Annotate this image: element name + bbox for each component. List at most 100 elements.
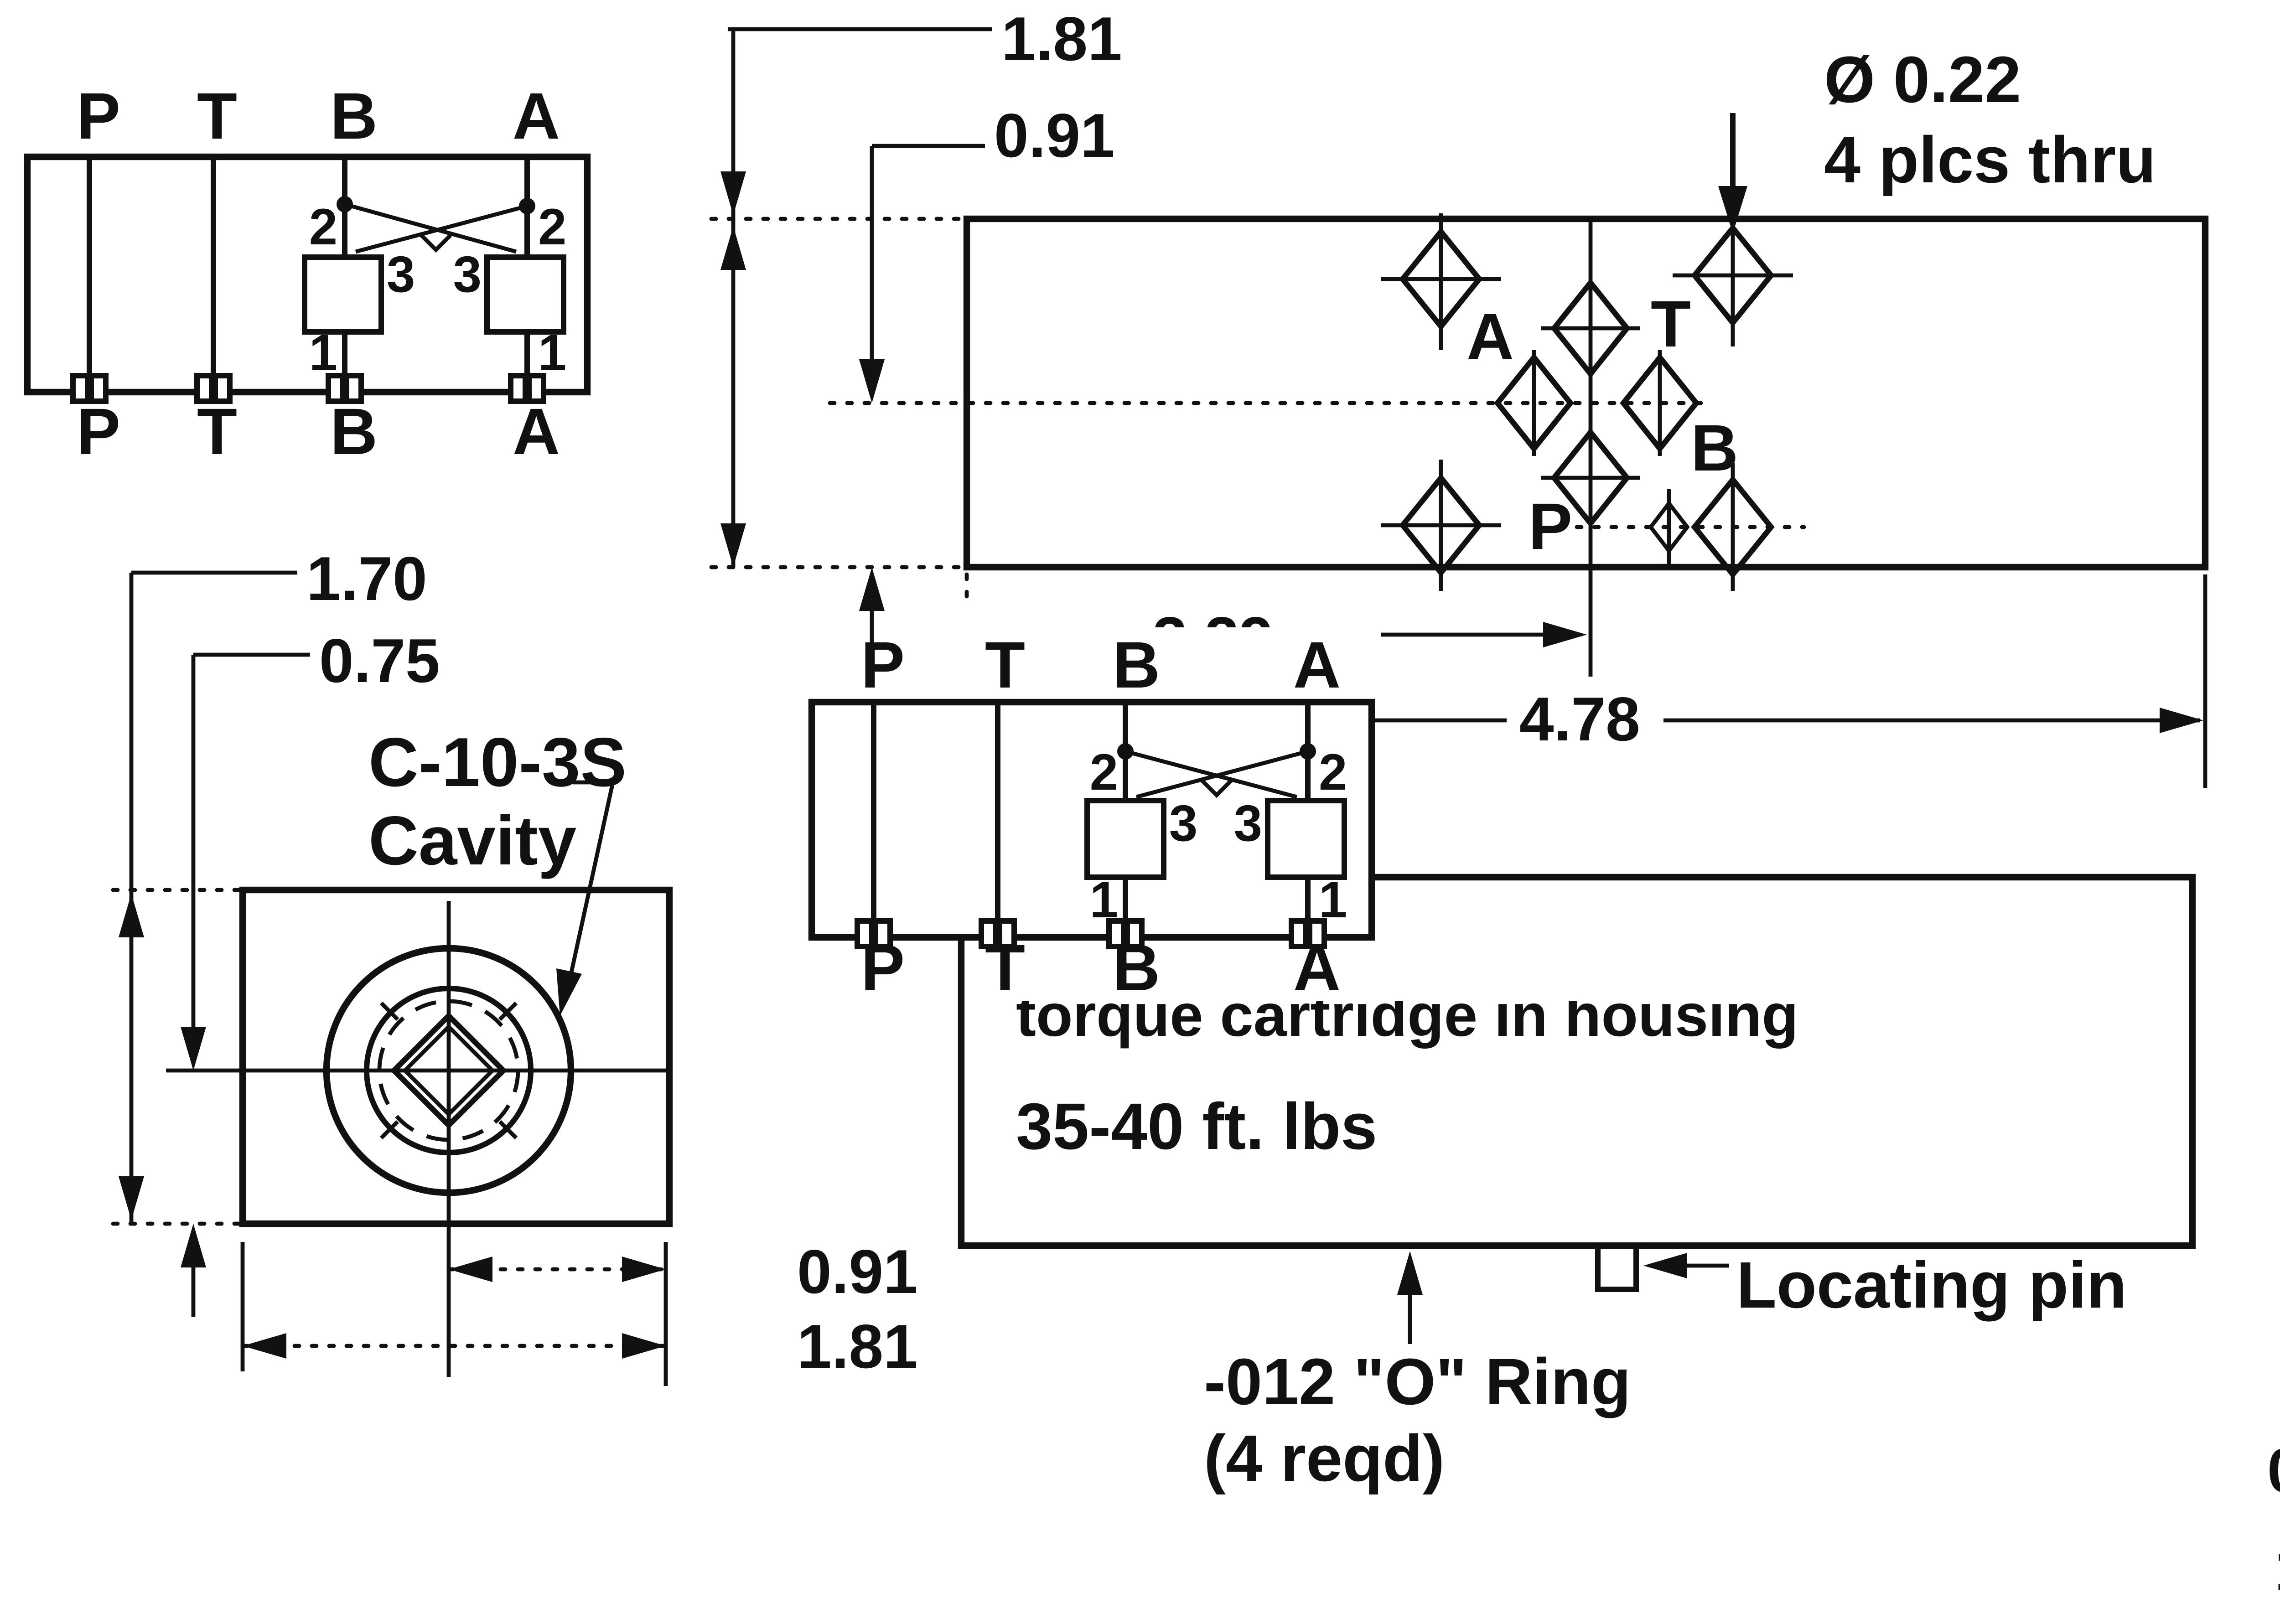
cavity-ticks xyxy=(379,1001,518,1140)
cross-vee xyxy=(420,233,452,253)
valve-box xyxy=(1084,798,1166,880)
schematic-center: P T B A P T B A 2 2 3 3 1 1 xyxy=(808,628,1375,1004)
cavity-thread-circle xyxy=(377,999,520,1142)
arrowhead-down xyxy=(119,1176,144,1220)
cross-line xyxy=(344,202,517,254)
arrowhead-up xyxy=(1397,1251,1423,1295)
arrowhead-up xyxy=(119,894,144,937)
bolt-hole-symbol xyxy=(1381,213,1501,350)
port-label-t-bottom: T xyxy=(197,395,237,468)
arrowhead-down xyxy=(1718,186,1747,233)
valve-num-1: 1 xyxy=(1090,871,1118,928)
arrowhead-down xyxy=(859,359,885,403)
arrowhead-left xyxy=(1643,1253,1687,1278)
valve-box xyxy=(1265,798,1347,880)
dim-text-1-81: 1.81 xyxy=(797,1312,918,1381)
port-label-b-top: B xyxy=(330,79,378,153)
cavity-hex-inner xyxy=(402,1024,496,1117)
arrowhead xyxy=(556,968,582,1016)
schematic-top-left: P T B A P T B A 2 2 3 3 1 1 xyxy=(24,79,591,468)
cross-line xyxy=(355,204,528,254)
dim-width-to-p-port: 3.29 xyxy=(1153,604,1587,647)
port-stubs xyxy=(70,373,546,404)
end-view-right: 1.70 0.75 C-10-3S Cavity 0.91 xyxy=(2267,1436,2280,1603)
port-label-a-top: A xyxy=(513,79,560,153)
valve-num-1: 1 xyxy=(309,324,337,381)
port-label-p-top: P xyxy=(861,628,905,702)
arrowhead-right xyxy=(622,1257,666,1282)
port-label-p-bottom: P xyxy=(77,395,120,468)
port-stubs xyxy=(855,918,1327,949)
valve-num-3: 3 xyxy=(1169,795,1197,852)
dim-text-1-81: 1.81 xyxy=(2275,1534,2280,1603)
arrowhead-right xyxy=(1543,622,1587,647)
end-view-left: 1.70 0.75 C-10-3S Cavity 0.91 xyxy=(111,544,918,1386)
valve-box xyxy=(302,254,384,335)
arrowhead-right xyxy=(622,1333,666,1359)
port-label-b-bottom: B xyxy=(330,395,378,468)
torque-note-line1: torque cartridge in housing xyxy=(1016,982,1798,1049)
arrowhead-up xyxy=(181,1224,206,1267)
cavity-hex-outer xyxy=(390,1012,508,1129)
valve-box xyxy=(484,254,566,335)
port-label-t-top: T xyxy=(197,79,237,153)
dim-width-right-block: 0.91 1.81 xyxy=(2267,1436,2280,1603)
cavity-outer-circle xyxy=(323,945,575,1196)
port-label-a-bottom: A xyxy=(1293,931,1341,1004)
side-view-housing: Locating pin -012 "O" Ring (4 reqd) torq… xyxy=(958,874,2196,1495)
arrowhead-down xyxy=(720,171,746,215)
plate-port-label-p: P xyxy=(1529,490,1572,563)
cross-line xyxy=(1124,749,1298,799)
dim-width-left-block: 0.91 1.81 xyxy=(240,1237,918,1386)
dim-text-0-91: 0.91 xyxy=(797,1237,918,1306)
port-label-a-top: A xyxy=(1293,628,1341,702)
hole-callout-places: 4 plcs thru xyxy=(1824,123,2156,197)
port-label-p-bottom: P xyxy=(861,931,905,1004)
arrowhead-down xyxy=(720,523,746,567)
torque-note-line2: 35-40 ft. lbs xyxy=(1016,1090,1377,1163)
arrowhead-right xyxy=(2160,708,2203,733)
port-label-b-bottom: B xyxy=(1113,931,1160,1004)
arrowhead-down xyxy=(181,1027,206,1071)
port-hole-b xyxy=(1620,350,1700,456)
cavity-label-line2: Cavity xyxy=(368,802,576,879)
valve-num-2: 2 xyxy=(538,198,566,255)
hole-callout: Ø 0.22 4 plcs thru xyxy=(1718,43,2156,233)
dim-height-overall-left: 1.70 xyxy=(119,544,427,1224)
valve-num-3: 3 xyxy=(453,246,482,303)
schematic-frame xyxy=(24,153,591,396)
arrowhead-up xyxy=(720,226,746,270)
cross-vee xyxy=(1200,779,1233,798)
valve-num-2: 2 xyxy=(1090,744,1118,801)
bolt-hole-symbol xyxy=(1381,460,1501,591)
dim-text-0-75: 0.75 xyxy=(319,626,440,695)
dim-text-4-78: 4.78 xyxy=(1519,684,1640,754)
bolt-hole-symbol xyxy=(1673,212,1793,347)
dim-text-1-70: 1.70 xyxy=(306,544,427,613)
oring-qty-label: (4 reqd) xyxy=(1204,1422,1445,1495)
pin-hole-symbol xyxy=(1648,489,1690,567)
hole-callout-diameter: Ø 0.22 xyxy=(1824,43,2021,116)
arrowhead-up xyxy=(859,567,885,611)
dim-height-overall: 1.81 xyxy=(720,4,1122,567)
port-hole-a xyxy=(1494,350,1574,456)
cavity-callout-left: C-10-3S Cavity xyxy=(368,724,627,1016)
port-label-t-top: T xyxy=(985,628,1025,702)
dim-height-to-center-left: 0.75 xyxy=(181,626,440,1317)
valve-num-1: 1 xyxy=(1319,871,1347,928)
block-outline xyxy=(239,886,673,1227)
cavity-label-line1: C-10-3S xyxy=(368,724,627,801)
dim-text-0-91: 0.91 xyxy=(994,101,1115,170)
housing-outline xyxy=(958,874,2196,1249)
oring-label: -012 "O" Ring xyxy=(1204,1345,1631,1418)
dim-height-to-center: 0.91 xyxy=(859,101,1115,660)
valve-num-3: 3 xyxy=(387,246,415,303)
port-hole-p xyxy=(1541,428,1640,528)
dim-text-0-91: 0.91 xyxy=(2267,1436,2280,1505)
plate-port-label-t: T xyxy=(1651,287,1691,361)
valve-num-1: 1 xyxy=(538,324,566,381)
plate-port-label-a: A xyxy=(1466,300,1514,373)
locating-pin xyxy=(1595,1246,1639,1292)
